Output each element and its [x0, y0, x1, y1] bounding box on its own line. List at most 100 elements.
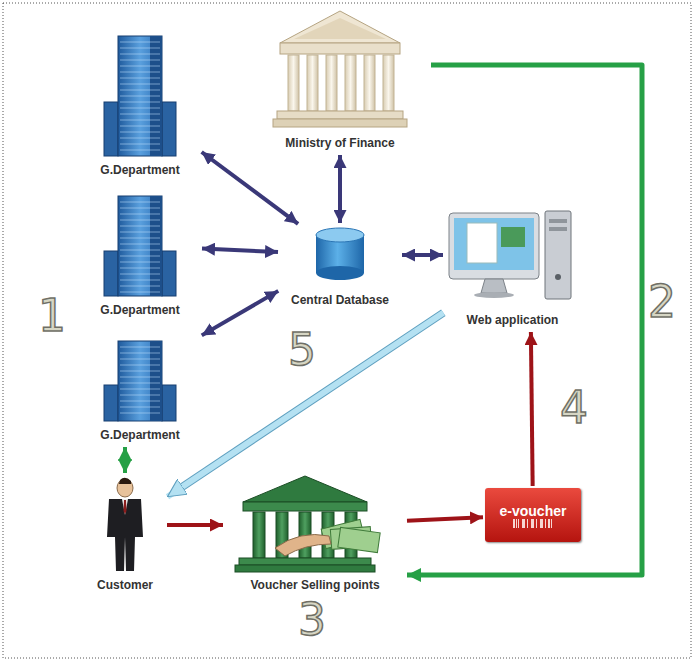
window-line	[120, 202, 160, 203]
flow-arrow	[338, 155, 342, 223]
web-app-node: Web application	[445, 205, 580, 330]
selling-point-node: Voucher Selling points	[225, 470, 405, 595]
barcode-bar	[536, 519, 537, 528]
building-icon	[104, 196, 176, 296]
building-wing	[162, 385, 176, 421]
window-line	[120, 114, 160, 115]
computer-icon	[449, 211, 571, 299]
person-tie	[124, 500, 127, 514]
barcode-bar	[548, 519, 550, 528]
window-line	[120, 377, 160, 378]
window-line	[120, 90, 160, 91]
window-line	[120, 208, 160, 209]
window-line	[120, 244, 160, 245]
screen-document	[467, 223, 497, 263]
callout-number: 5	[288, 326, 316, 374]
window-line	[120, 365, 160, 366]
flow-arrow	[123, 447, 127, 473]
department-node: G.Department	[80, 335, 200, 445]
bank-entablature	[243, 502, 367, 511]
dotted-frame	[3, 3, 691, 658]
department-node: G.Department	[80, 30, 200, 180]
building-wing	[104, 385, 118, 421]
e-voucher-box: e-voucher	[485, 488, 581, 542]
person-icon	[107, 478, 143, 571]
pediment-inner	[294, 18, 386, 39]
entablature	[280, 43, 400, 54]
window-line	[120, 60, 160, 61]
window-line	[120, 274, 160, 275]
monitor-screen	[454, 218, 534, 270]
window-line	[120, 395, 160, 396]
window-line	[120, 268, 160, 269]
window-line	[120, 371, 160, 372]
bank-icon	[235, 476, 380, 572]
window-line	[120, 150, 160, 151]
node-label: e-voucher	[500, 503, 567, 519]
node-label: Ministry of Finance	[285, 135, 394, 153]
window-line	[120, 78, 160, 79]
window-line	[120, 389, 160, 390]
window-line	[120, 126, 160, 127]
window-line	[120, 347, 160, 348]
flow-arrow	[167, 313, 443, 497]
barcode-bar	[524, 519, 525, 528]
window-line	[120, 413, 160, 414]
barcode-bar	[531, 519, 533, 528]
building-tower	[118, 196, 162, 296]
callout-number: 4	[560, 384, 588, 432]
node-label: G.Department	[100, 427, 179, 445]
flow-arrow	[202, 152, 298, 224]
window-line	[120, 256, 160, 257]
window-line	[120, 353, 160, 354]
barcode-bar	[516, 519, 517, 528]
window-line	[120, 407, 160, 408]
window-line	[120, 220, 160, 221]
window-line	[120, 401, 160, 402]
drive-bay	[549, 219, 567, 223]
building-tower	[118, 36, 162, 156]
window-line	[120, 262, 160, 263]
barcode-bar	[518, 519, 519, 528]
column	[288, 55, 299, 111]
window-line	[120, 84, 160, 85]
pc-tower	[545, 211, 571, 299]
department-node: G.Department	[80, 190, 200, 320]
hand	[275, 535, 331, 557]
window-line	[120, 66, 160, 67]
node-label: G.Department	[100, 162, 179, 180]
cylinder-icon	[316, 228, 364, 280]
temple-icon	[273, 11, 407, 127]
flow-arrow	[167, 523, 223, 527]
window-line	[120, 286, 160, 287]
person-suit	[107, 499, 143, 571]
window-line	[120, 238, 160, 239]
banknote	[338, 527, 380, 552]
node-label: Customer	[97, 577, 153, 595]
ministry-node: Ministry of Finance	[250, 5, 430, 153]
window-line	[120, 280, 160, 281]
person-hair	[119, 478, 131, 484]
callout-number: 3	[298, 596, 326, 644]
window-line	[120, 383, 160, 384]
drive-bay	[549, 227, 567, 231]
barcode	[513, 519, 553, 528]
window-line	[120, 214, 160, 215]
bank-step	[235, 565, 375, 572]
node-label: Central Database	[291, 292, 389, 310]
building-icon	[104, 341, 176, 421]
flow-arrow	[402, 253, 443, 257]
customer-node: Customer	[85, 475, 165, 595]
bank-roof	[243, 476, 367, 502]
monitor-stand	[481, 279, 507, 293]
column	[326, 55, 337, 111]
power-button	[555, 274, 561, 280]
flow-arrow	[202, 291, 279, 336]
barcode-bar	[522, 519, 524, 528]
node-label: Voucher Selling points	[250, 577, 379, 595]
barcode-bar	[533, 519, 534, 528]
flow-arrow	[531, 332, 533, 486]
callout-number: 1	[38, 292, 66, 340]
